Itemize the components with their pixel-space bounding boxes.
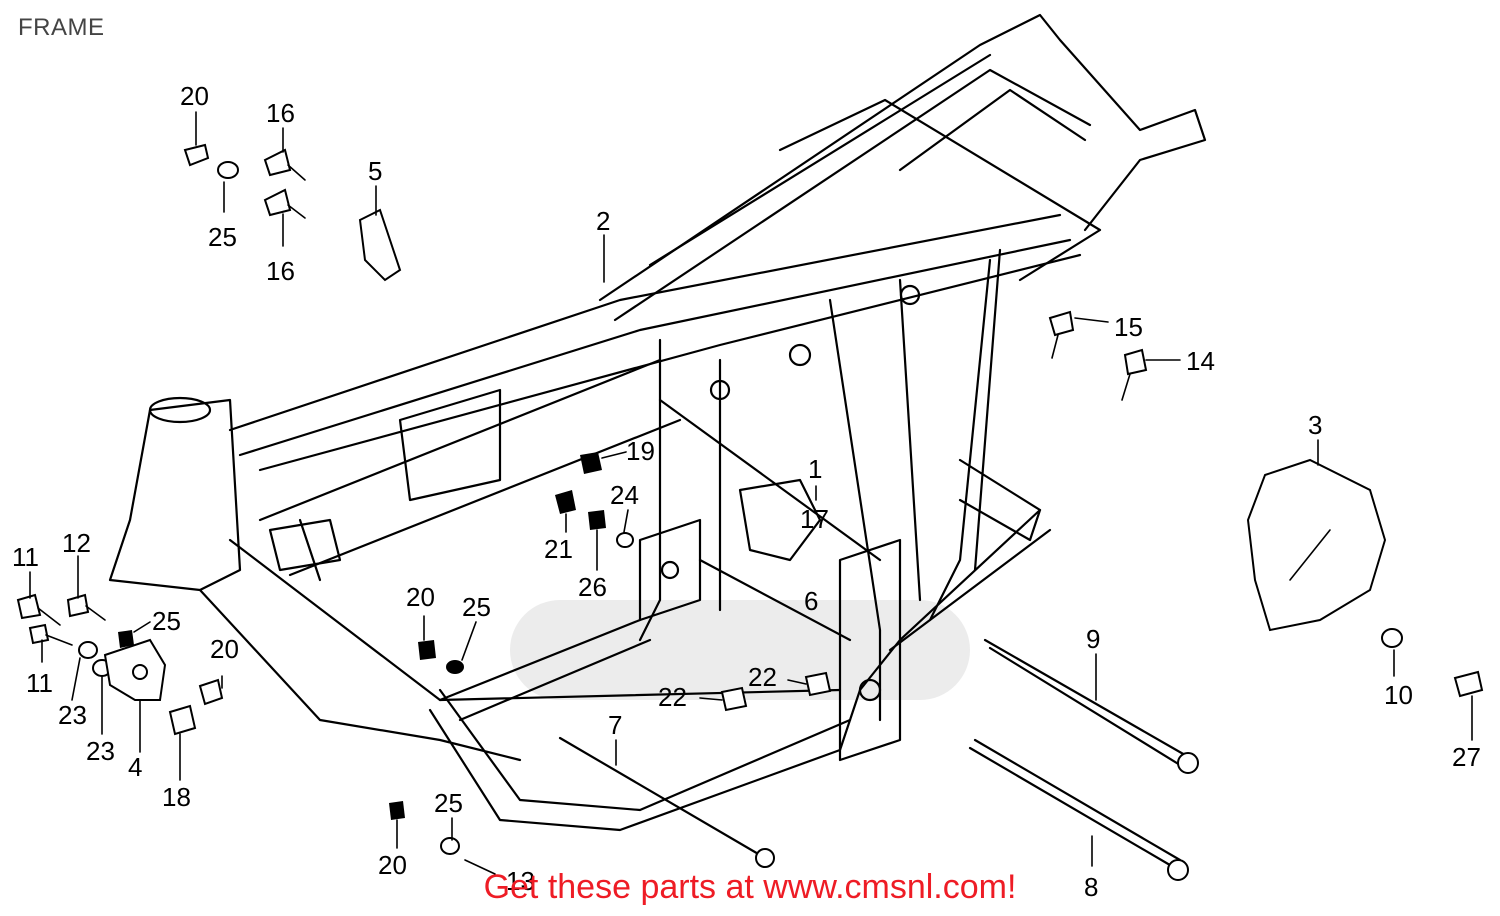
cover-3 <box>1246 458 1387 632</box>
callout-7: 7 <box>608 710 622 740</box>
callout-8: 8 <box>1084 872 1098 902</box>
callout-25: 25 <box>208 222 237 252</box>
callout-25: 25 <box>434 788 463 818</box>
nut-part <box>389 801 405 820</box>
callout-16: 16 <box>266 256 295 286</box>
bolt-part <box>28 623 50 645</box>
washer-part <box>446 660 464 674</box>
callout-20: 20 <box>378 850 407 880</box>
bracket-5 <box>358 208 402 282</box>
page-title: FRAME <box>18 14 105 41</box>
nut-part <box>118 630 134 648</box>
callout-25: 25 <box>462 592 491 622</box>
callout-5: 5 <box>368 156 382 186</box>
bolt-7 <box>558 736 762 857</box>
callout-15: 15 <box>1114 312 1143 342</box>
callout-22: 22 <box>748 662 777 692</box>
bolt-part <box>1453 670 1484 698</box>
callout-21: 21 <box>544 534 573 564</box>
footer-link-text: Get these parts at www.cmsnl.com! <box>483 868 1017 906</box>
callout-20: 20 <box>406 582 435 612</box>
callout-27: 27 <box>1452 742 1481 772</box>
callout-11: 11 <box>26 668 53 698</box>
bolt-part <box>16 593 42 620</box>
nut-part <box>198 678 224 706</box>
bolt-part <box>1123 348 1148 376</box>
bolt-part <box>263 188 292 217</box>
nut-part <box>555 490 576 514</box>
washer-part <box>78 641 98 659</box>
callout-20: 20 <box>210 634 239 664</box>
bolt-part <box>66 593 90 618</box>
callout-2: 2 <box>596 206 610 236</box>
callout-9: 9 <box>1086 624 1100 654</box>
callout-26: 26 <box>578 572 607 602</box>
washer-part <box>1381 628 1403 648</box>
callout-25: 25 <box>152 606 181 636</box>
callout-12: 12 <box>62 528 91 558</box>
bolt-part <box>720 686 748 712</box>
callout-22: 22 <box>658 682 687 712</box>
bolt-part <box>804 671 832 697</box>
bolt-9 <box>983 638 1187 757</box>
callout-labels: 20 16 25 16 5 2 15 14 3 19 24 21 26 1 17… <box>12 81 1481 902</box>
callout-14: 14 <box>1186 346 1215 376</box>
bolt-part <box>1048 310 1075 337</box>
leader-lines <box>29 111 1473 867</box>
nut-part <box>183 143 210 167</box>
callout-4: 4 <box>128 752 142 782</box>
callout-23: 23 <box>58 700 87 730</box>
callout-19: 19 <box>626 436 655 466</box>
callout-11: 11 <box>12 542 39 572</box>
hardware-parts <box>16 143 1484 881</box>
callout-24: 24 <box>610 480 639 510</box>
washer-part <box>616 532 634 548</box>
washer-part <box>440 837 460 855</box>
bolt-8 <box>968 746 1177 870</box>
nut-part <box>418 640 436 660</box>
callout-13: 13 <box>506 866 535 896</box>
callout-17: 17 <box>800 504 829 534</box>
nut-part <box>580 452 602 474</box>
bolt-part <box>263 148 292 177</box>
callout-18: 18 <box>162 782 191 812</box>
callout-10: 10 <box>1384 680 1413 710</box>
callout-1: 1 <box>808 454 822 484</box>
callout-23: 23 <box>86 736 115 766</box>
nut-part <box>588 510 606 530</box>
callout-16: 16 <box>266 98 295 128</box>
nut-part <box>168 704 197 736</box>
callout-3: 3 <box>1308 410 1322 440</box>
washer-part <box>217 161 239 179</box>
main-frame <box>108 13 1207 832</box>
callout-6: 6 <box>804 586 818 616</box>
callout-20: 20 <box>180 81 209 111</box>
